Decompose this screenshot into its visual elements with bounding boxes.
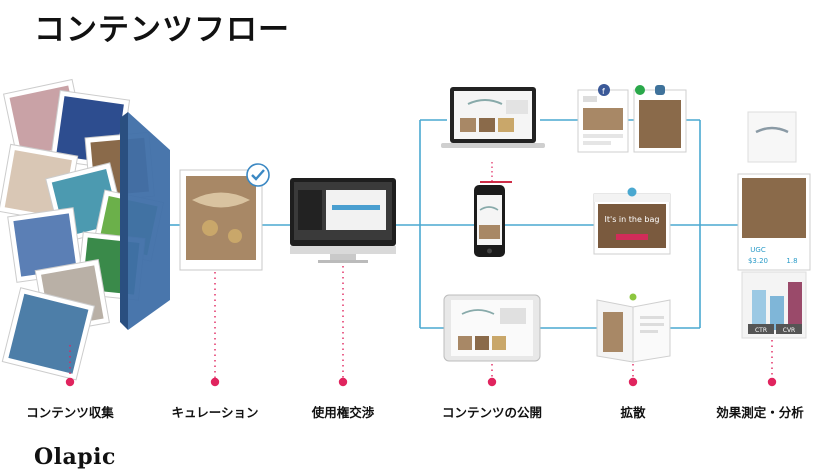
svg-text:f: f (602, 87, 605, 96)
instagram-icon (655, 85, 665, 95)
ctr-label-b: CVR (783, 327, 795, 334)
curated-photo (179, 169, 263, 271)
share-social-posts: f (577, 84, 687, 153)
stage-label-license: 使用権交渉 (311, 405, 375, 420)
publish-tablet (443, 294, 541, 362)
desktop-monitor (290, 178, 396, 263)
stage-label-curate: キュレーション (171, 405, 259, 420)
stage-markers (69, 266, 773, 380)
photo-10 (1, 287, 96, 381)
stage-label-share: 拡散 (620, 405, 646, 420)
stage-dots (65, 377, 777, 387)
stage-label-collect: コンテンツ収集 (26, 405, 114, 420)
hero-text: It's in the bag (605, 215, 660, 224)
pinterest-icon (635, 85, 645, 95)
chat-icon (627, 187, 637, 197)
publish-phone (474, 185, 505, 257)
publish-laptop (441, 87, 545, 148)
stage-label-publish: コンテンツの公開 (441, 405, 542, 420)
facebook-icon: f (598, 84, 610, 96)
analytics-panel: UGC $3.20 1.8 CTR CVR (737, 111, 811, 339)
brand-logo: Olapic (34, 444, 116, 470)
stage-label-measure: 効果測定・分析 (716, 405, 804, 420)
curation-funnel (120, 112, 170, 330)
check-icon (246, 163, 270, 187)
metric-value-c: 1.8 (786, 257, 797, 265)
metric-label-a: UGC (750, 246, 766, 254)
page-title: コンテンツフロー (34, 12, 290, 48)
ctr-label-a: CTR (755, 327, 767, 334)
share-print-magazine (596, 293, 671, 363)
share-webpage: It's in the bag (593, 187, 671, 255)
metric-value-b: $3.20 (748, 257, 768, 265)
